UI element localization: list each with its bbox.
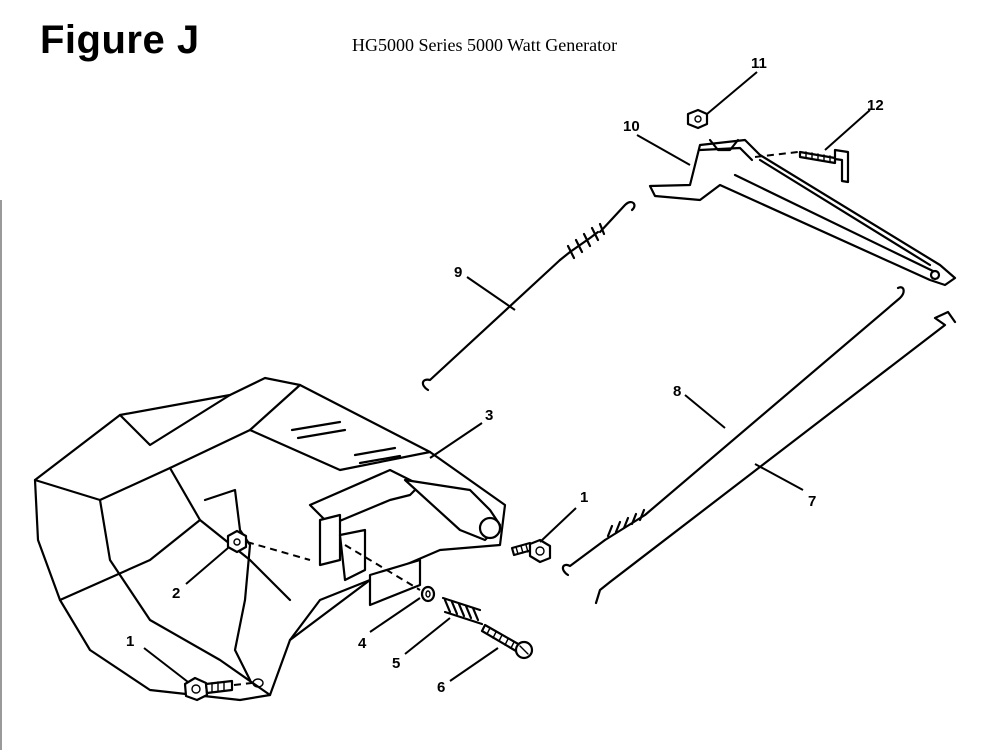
callout-10: 10 xyxy=(623,118,640,135)
part-2-nut xyxy=(226,529,311,561)
part-8-rod xyxy=(561,286,905,577)
callout-5: 5 xyxy=(392,655,400,672)
callout-6: 6 xyxy=(437,679,445,696)
housing-assembly xyxy=(33,376,507,702)
figure-label: Figure J xyxy=(40,18,200,62)
part-6-screw xyxy=(480,623,534,660)
part-9-spring-rod xyxy=(421,201,636,392)
callout-7: 7 xyxy=(808,493,816,510)
callout-numbers: 1 1 2 3 4 5 6 7 8 9 10 11 12 xyxy=(126,55,884,696)
callout-1-right: 1 xyxy=(580,489,588,506)
leader-lines xyxy=(143,71,871,683)
part-12-screw xyxy=(754,148,850,184)
left-border-line xyxy=(0,200,2,750)
callout-12: 12 xyxy=(867,97,884,114)
part-11-nut xyxy=(686,108,709,130)
part-4-washer xyxy=(344,544,436,603)
part-7-rod xyxy=(594,310,957,605)
callout-9: 9 xyxy=(454,264,462,281)
callout-4: 4 xyxy=(358,635,367,652)
callout-8: 8 xyxy=(673,383,681,400)
callout-11: 11 xyxy=(751,55,767,72)
part-1-bolt-right xyxy=(510,538,552,564)
part-1-bolt-left xyxy=(183,676,264,702)
callout-2: 2 xyxy=(172,585,180,602)
part-5-spring xyxy=(441,596,484,626)
callout-1-left: 1 xyxy=(126,633,134,650)
callout-3: 3 xyxy=(485,407,493,424)
figure-title: HG5000 Series 5000 Watt Generator xyxy=(352,35,618,55)
throttle-bracket xyxy=(648,138,957,287)
